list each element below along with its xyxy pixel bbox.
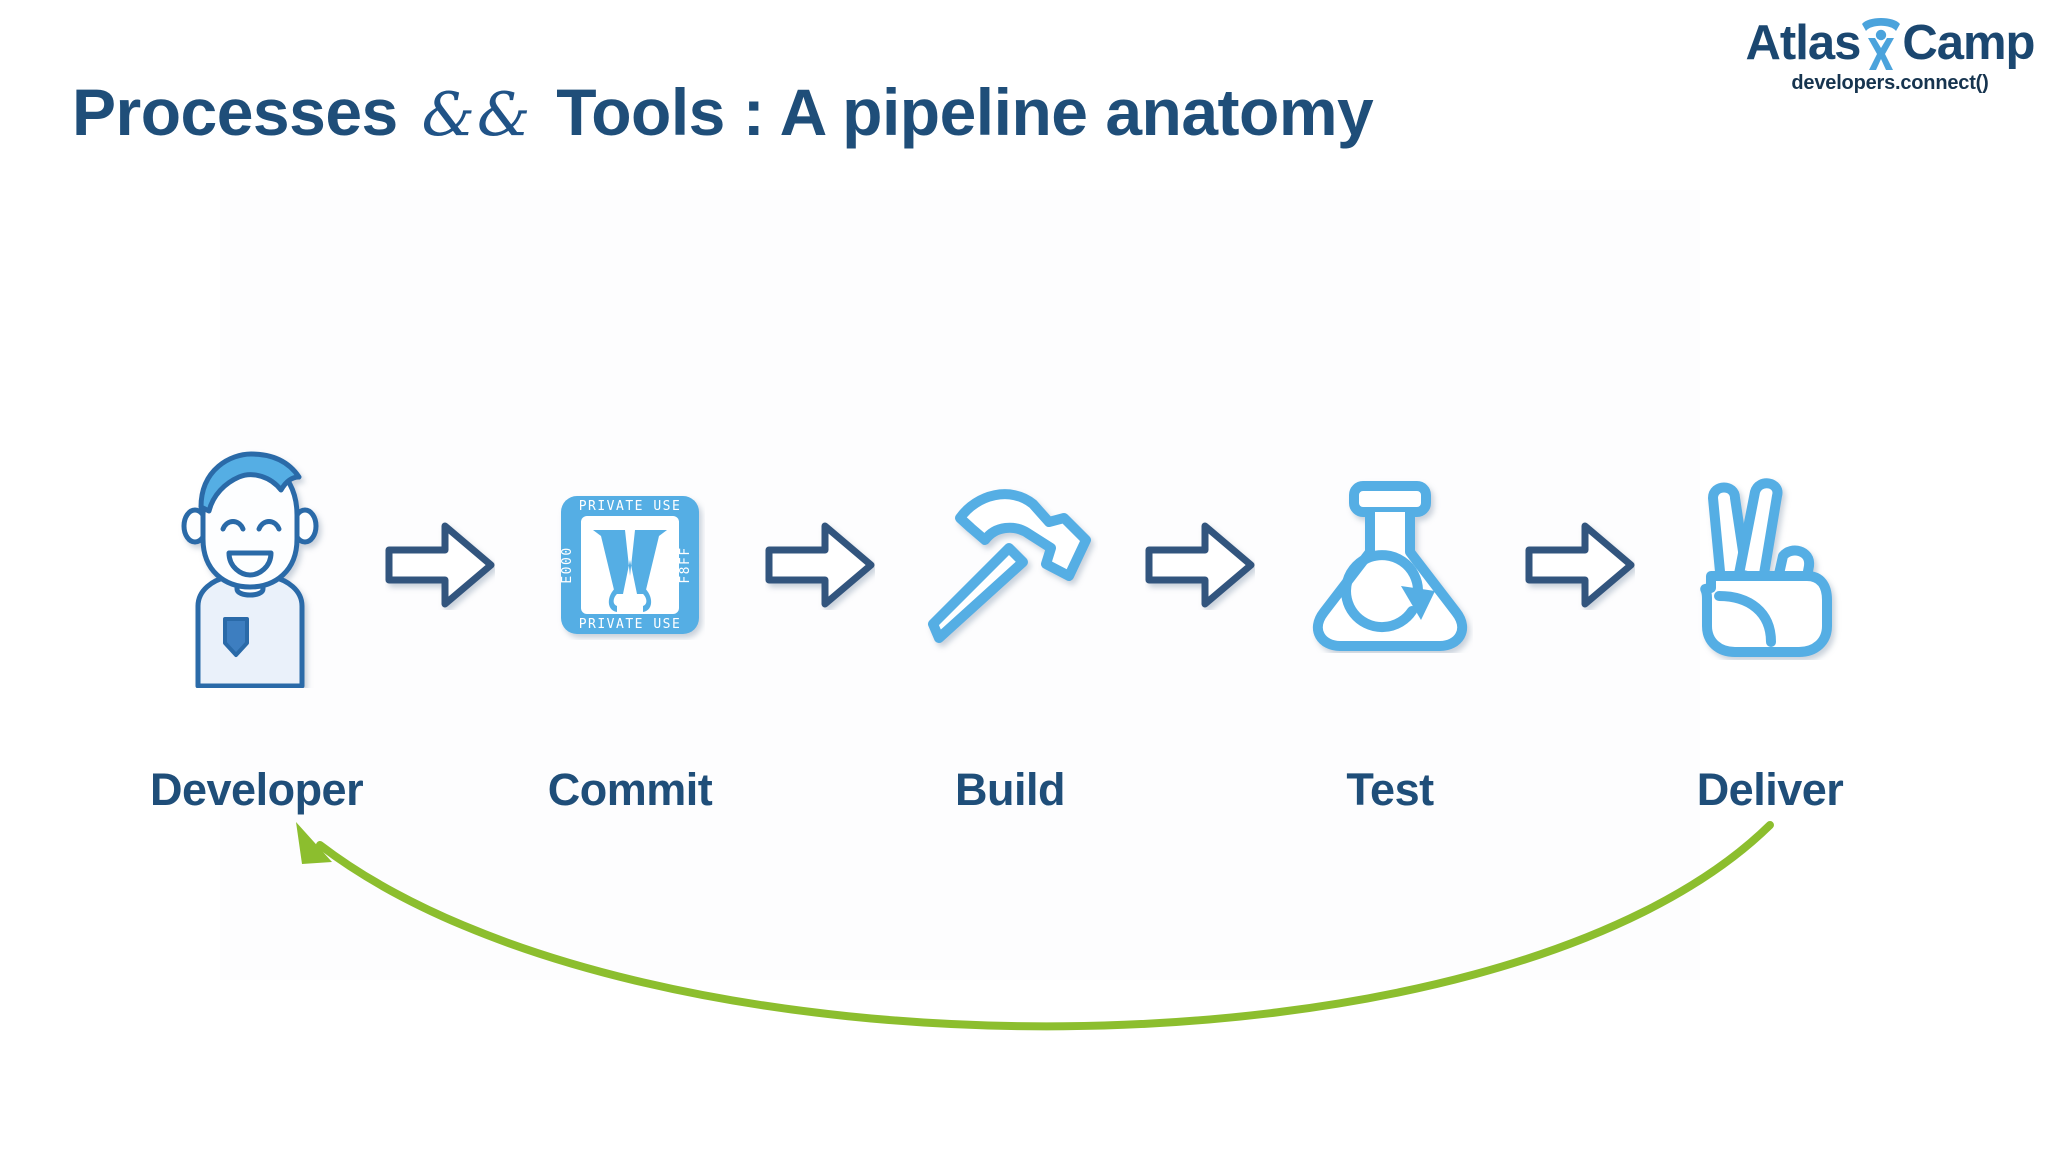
- stage-label-build: Build: [955, 764, 1065, 815]
- stage-icon-build[interactable]: [910, 440, 1110, 690]
- pipeline-arrow-4: [1490, 440, 1670, 690]
- missing-glyph-private-use-icon: PRIVATE USE PRIVATE USE E000 F8FF: [560, 496, 699, 634]
- pipeline-icon-row: PRIVATE USE PRIVATE USE E000 F8FF: [150, 440, 1910, 690]
- stage-icon-deliver[interactable]: [1670, 440, 1870, 690]
- pipeline-arrow-3: [1110, 440, 1290, 690]
- stage-icon-developer[interactable]: [150, 440, 350, 690]
- logo-tagline: developers.connect(): [1791, 72, 1989, 94]
- page-title: Processes && Tools : A pipeline anatomy: [72, 75, 1374, 150]
- atlascamp-logo: Atlas Camp developers.connect(): [1740, 12, 2040, 108]
- stage-label-commit: Commit: [547, 764, 713, 815]
- stage-icon-test[interactable]: [1290, 440, 1490, 690]
- hammer-icon: [927, 488, 1091, 643]
- pipeline-arrow-1: [350, 440, 530, 690]
- stage-icon-commit[interactable]: PRIVATE USE PRIVATE USE E000 F8FF: [530, 440, 730, 690]
- peace-hand-icon: [1700, 478, 1832, 657]
- pipeline-arrow-2: [730, 440, 910, 690]
- logo-word-camp: Camp: [1902, 16, 2035, 70]
- title-part-one: Processes: [72, 75, 398, 149]
- title-ampersand: &&: [421, 80, 533, 150]
- title-part-two: Tools : A pipeline anatomy: [556, 75, 1374, 149]
- svg-text:PRIVATE USE: PRIVATE USE: [579, 617, 682, 632]
- logo-wordmark: Atlas Camp: [1740, 12, 2040, 74]
- logo-word-atlas: Atlas: [1745, 16, 1862, 70]
- svg-text:E000: E000: [560, 546, 575, 583]
- stage-label-deliver: Deliver: [1696, 764, 1844, 815]
- hourglass-person-mark-icon: [1858, 14, 1904, 72]
- pipeline-label-row: Developer Commit Build Test Deliver: [150, 755, 1910, 825]
- stage-label-developer: Developer: [150, 764, 364, 815]
- svg-text:F8FF: F8FF: [678, 546, 693, 583]
- svg-text:PRIVATE USE: PRIVATE USE: [579, 499, 682, 514]
- flask-refresh-icon: [1312, 480, 1467, 651]
- stage-label-test: Test: [1346, 764, 1434, 815]
